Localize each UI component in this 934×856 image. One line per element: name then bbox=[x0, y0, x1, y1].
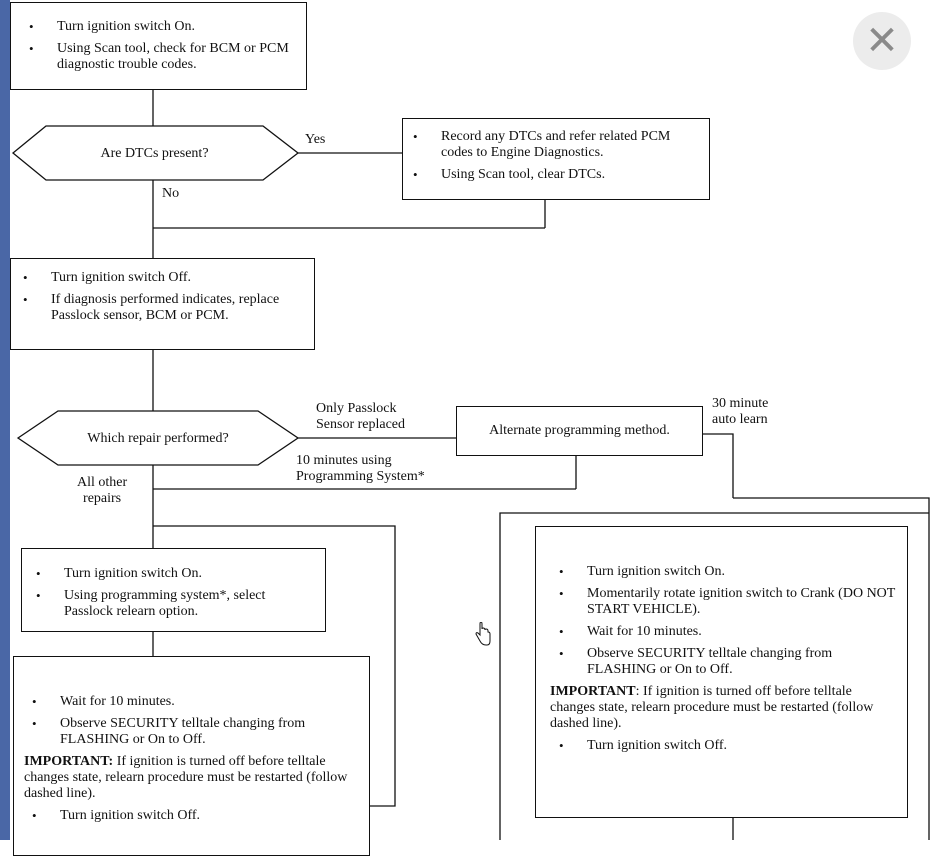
close-button[interactable]: ✕ bbox=[853, 12, 911, 70]
only-passlock-label: Only Passlock Sensor replaced bbox=[316, 401, 406, 432]
no-branch-label: No bbox=[162, 186, 180, 201]
record-dtc-box: Record any DTCs and refer related PCM co… bbox=[402, 118, 710, 200]
important-label-right: IMPORTANT bbox=[550, 684, 636, 699]
important-text-left: If ignition is turned off before telltal… bbox=[24, 754, 348, 801]
alternate-programming-label: Alternate programming method. bbox=[489, 423, 670, 438]
decision-repair-question: Which repair performed? bbox=[87, 431, 229, 446]
ignition-off-item-1: Turn ignition switch Off. bbox=[23, 270, 306, 286]
ignition-off-item-2: If diagnosis performed indicates, replac… bbox=[23, 292, 306, 324]
record-dtc-item-2: Using Scan tool, clear DTCs. bbox=[413, 167, 701, 183]
relearn-wait-box-left: Wait for 10 minutes. Observe SECURITY te… bbox=[13, 656, 370, 856]
wait-item-1: Wait for 10 minutes. bbox=[32, 694, 361, 710]
start-step-box: Turn ignition switch On. Using Scan tool… bbox=[10, 2, 307, 90]
decision-dtc-question: Are DTCs present? bbox=[100, 146, 209, 161]
yes-branch-label: Yes bbox=[305, 132, 326, 147]
important-text-right: : If ignition is turned off before tellt… bbox=[550, 684, 874, 731]
close-icon: ✕ bbox=[865, 18, 899, 64]
left-edge-strip bbox=[0, 0, 10, 840]
auto-learn-box: Turn ignition switch On. Momentarily rot… bbox=[535, 526, 908, 818]
programming-item-1: Turn ignition switch On. bbox=[36, 566, 317, 582]
start-step-item-2: Using Scan tool, check for BCM or PCM di… bbox=[29, 41, 296, 73]
thirty-minute-label: 30 minute auto learn bbox=[712, 396, 769, 427]
programming-system-box: Turn ignition switch On. Using programmi… bbox=[21, 548, 326, 632]
connector bbox=[499, 512, 929, 840]
auto-learn-item-1: Turn ignition switch On. bbox=[559, 564, 897, 580]
ignition-off-final-left: Turn ignition switch Off. bbox=[32, 808, 361, 824]
programming-item-2: Using programming system*, select Passlo… bbox=[36, 588, 317, 620]
important-label-left: IMPORTANT: bbox=[24, 754, 114, 769]
hand-cursor-icon bbox=[475, 622, 491, 646]
start-step-item-1: Turn ignition switch On. bbox=[29, 19, 296, 35]
ignition-off-box: Turn ignition switch Off. If diagnosis p… bbox=[10, 258, 315, 350]
connector bbox=[733, 497, 930, 840]
ten-minutes-label: 10 minutes using Programming System* bbox=[296, 453, 425, 484]
all-other-repairs-label: All other repairs bbox=[77, 475, 128, 506]
auto-learn-item-2: Momentarily rotate ignition switch to Cr… bbox=[559, 586, 897, 618]
auto-learn-item-4: Observe SECURITY telltale changing from … bbox=[559, 646, 897, 678]
ignition-off-final-right: Turn ignition switch Off. bbox=[559, 738, 897, 754]
wait-item-2: Observe SECURITY telltale changing from … bbox=[32, 716, 361, 748]
record-dtc-item-1: Record any DTCs and refer related PCM co… bbox=[413, 129, 701, 161]
alternate-programming-box: Alternate programming method. bbox=[456, 406, 703, 456]
connector bbox=[703, 433, 734, 498]
connector bbox=[153, 525, 396, 807]
important-note-right: IMPORTANT: If ignition is turned off bef… bbox=[550, 684, 897, 732]
auto-learn-item-3: Wait for 10 minutes. bbox=[559, 624, 897, 640]
important-note-left: IMPORTANT: If ignition is turned off bef… bbox=[24, 754, 361, 802]
